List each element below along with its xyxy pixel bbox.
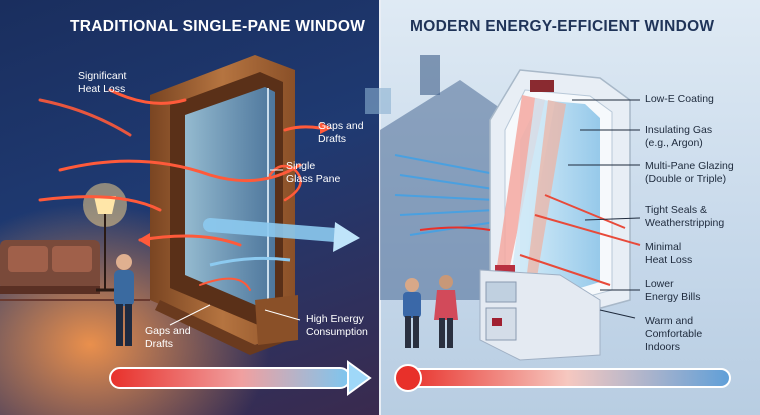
label-heat-loss: Significant Heat Loss (78, 70, 127, 95)
label-low-e: Low-E Coating (645, 93, 714, 105)
label-tight-seals: Tight Seals & Weatherstripping (645, 204, 725, 229)
label-insulating-gas: Insulating Gas (e.g., Argon) (645, 124, 713, 149)
label-warm: Warm and Comfortable Indoors (645, 315, 703, 353)
label-lower-bills: Lower Energy Bills (645, 278, 701, 303)
label-minimal-heat: Minimal Heat Loss (645, 241, 693, 266)
right-title: MODERN ENERGY-EFFICIENT WINDOW (410, 18, 715, 35)
label-leader-lines (568, 99, 641, 319)
sofa-icon (0, 240, 100, 294)
label-multi-pane: Multi-Pane Glazing (Double or Triple) (645, 160, 734, 185)
person-icon (114, 254, 134, 346)
heat-loss-arrows (38, 88, 322, 291)
left-title: TRADITIONAL SINGLE-PANE WINDOW (70, 18, 366, 35)
couple-icon (403, 275, 458, 348)
label-gaps-top: Gaps and Drafts (318, 120, 364, 145)
label-gaps-bottom: Gaps and Drafts (145, 325, 191, 350)
thermometer-icon (394, 364, 731, 392)
energy-bar-left (109, 360, 372, 396)
heat-retained-arrows (419, 194, 641, 286)
label-single-glass: Single Glass Pane (286, 160, 341, 185)
lamp-icon (83, 183, 127, 292)
label-high-energy: High Energy Consumption (306, 313, 368, 338)
left-leader-lines (169, 169, 301, 326)
modern-window-illustration (479, 69, 631, 361)
cold-draft-arrows (203, 218, 360, 267)
wooden-window-illustration (150, 55, 298, 355)
